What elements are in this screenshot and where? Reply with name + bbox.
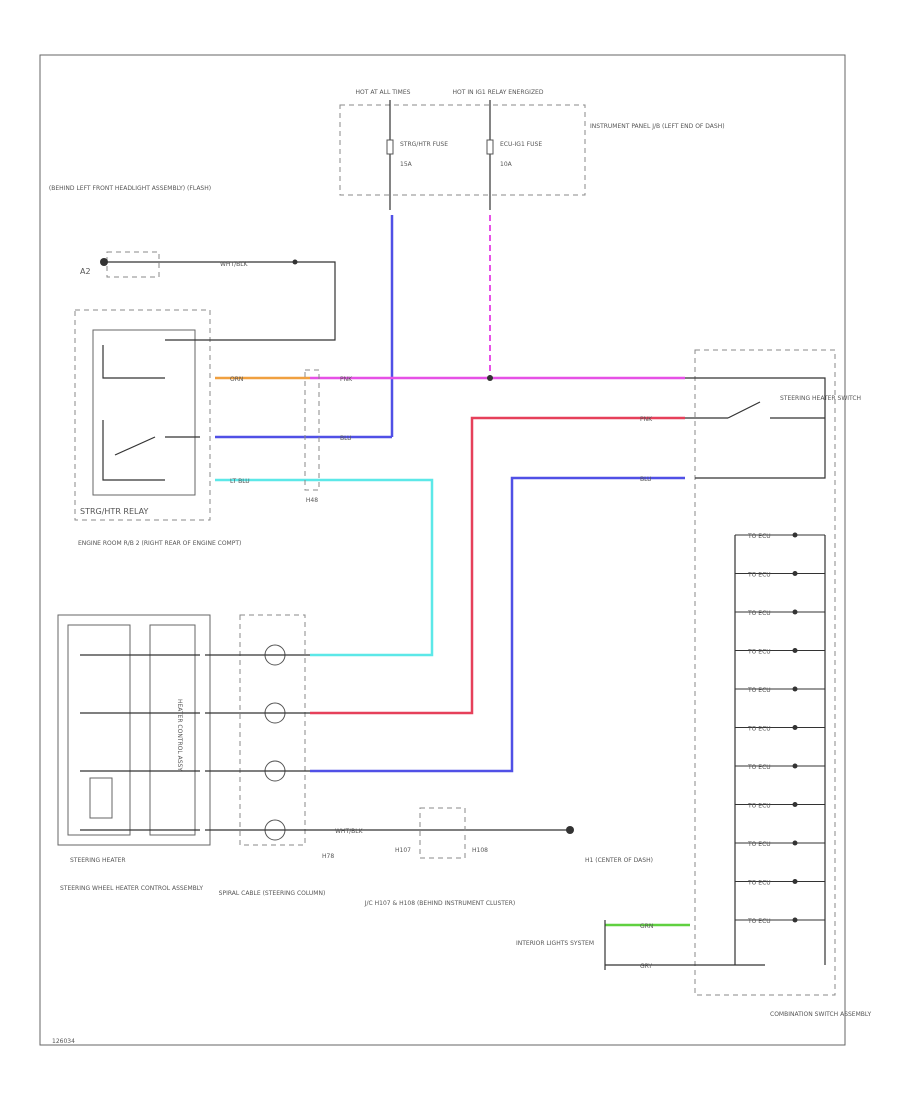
wire-label-wht-blk-lower: WHT/BLK [335,828,364,835]
heater-element [89,777,113,819]
ip-jb-label: INSTRUMENT PANEL J/B (LEFT END OF DASH) [590,123,725,130]
red-wire [310,416,685,715]
wire-label-blu-switch: BLU [640,476,652,483]
wire-label-pnk-switch: PNK [640,416,653,423]
h78-label: H78 [322,853,334,860]
ladder-dot [792,725,798,730]
relay-switch-arm [114,436,156,456]
spiral-cable-label: SPIRAL CABLE (STEERING COLUMN) [219,890,326,897]
combo-switch-bus [685,377,826,479]
steering-heater-box [67,624,131,836]
ladder-label: TO ECU [747,726,771,733]
heater-control-outer [57,614,211,846]
h108-label: H108 [472,847,488,854]
relay-name: STRG/HTR RELAY [80,507,149,516]
fuse-right-symbol [486,139,494,155]
ladder-label: TO ECU [747,649,771,656]
footer-code: 126034 [52,1038,75,1045]
fuse-left-symbol [386,139,394,155]
wire-label-pnk: PNK [340,376,353,383]
wire-label-orn: ORN [230,376,243,383]
hot-at-all-times-label: HOT AT ALL TIMES [356,89,411,96]
ground-a2-id: A2 [80,267,91,276]
wire-label-lt-blu: LT BLU [230,478,250,485]
splice-dot-pnk [487,375,493,381]
ladder-label: TO ECU [747,918,771,925]
fuse-left-name: STRG/HTR FUSE [400,141,448,148]
wire-label-gry: GRY [640,963,652,970]
wht-blk-ground-wire [104,261,336,341]
lt-blu-wire [215,478,434,657]
connector-h48-box [304,369,320,491]
ground-a2-desc: (BEHIND LEFT FRONT HEADLIGHT ASSEMBLY) (… [49,185,211,192]
steering-switch-label: STEERING HEATER SWITCH [780,395,861,402]
junction-box [419,807,466,859]
ladder-dot [792,917,798,923]
heater-control-box [149,624,196,836]
ladder-dot [792,609,798,615]
ladder-dot [792,648,798,653]
relay-location: ENGINE ROOM R/B 2 (RIGHT REAR OF ENGINE … [78,540,241,547]
ladder-label: TO ECU [747,803,771,810]
relay-box [74,309,211,521]
splice-dot-a2 [292,259,298,265]
interior-lights-label: INTERIOR LIGHTS SYSTEM [516,940,594,947]
fuse-right-rating: 10A [500,161,513,168]
steering-heater-label: STEERING HEATER [70,857,126,864]
connector-h48-label: H48 [306,497,318,504]
ground-h1-label: H1 (CENTER OF DASH) [585,857,653,864]
heater-control-label: STEERING WHEEL HEATER CONTROL ASSEMBLY [60,885,203,892]
h107-label: H107 [395,847,411,854]
ladder-dot [792,763,798,769]
ladder-dot [792,840,798,846]
ladder-dot [792,571,798,576]
blu-long-wire [310,476,685,773]
wire-label-wht-blk-top: WHT/BLK [220,261,249,268]
relay-coil-1 [102,345,165,379]
fuse-left-rating: 15A [400,161,413,168]
combo-switch-ladder: TO ECU TO ECU TO ECU TO ECU TO ECU TO ECU TO E… [735,532,825,925]
ladder-label: TO ECU [747,880,771,887]
hot-relay-energized-label: HOT IN IG1 RELAY ENERGIZED [453,89,544,96]
fuse-right-name: ECU-IG1 FUSE [500,141,542,148]
ladder-dot [792,532,798,538]
ladder-label: TO ECU [747,687,771,694]
relay-contact-1 [102,420,165,481]
ladder-dot [792,802,798,807]
spiral-cable-box [239,614,306,846]
ground-a2-box [106,251,160,278]
ladder-dot [792,879,798,884]
combo-switch-label: COMBINATION SWITCH ASSEMBLY [770,1011,871,1018]
diagram-border [39,54,846,1046]
relay-inner [92,329,196,496]
ladder-label: TO ECU [747,533,771,540]
wire-label-grn: GRN [640,923,653,930]
steering-switch-arm [727,401,761,419]
ladder-label: TO ECU [747,841,771,848]
ladder-dot [792,686,798,692]
wire-label-blu-relay: BLU [340,435,352,442]
combo-switch-box [694,349,836,996]
ground-h1-dot [566,826,574,834]
ladder-label: TO ECU [747,610,771,617]
heater-control-vertical: HEATER CONTROL ASSY [176,699,183,771]
ladder-label: TO ECU [747,764,771,771]
ladder-label: TO ECU [747,572,771,579]
junction-label: J/C H107 & H108 (BEHIND INSTRUMENT CLUST… [364,900,515,907]
ip-junction-block [339,104,586,196]
